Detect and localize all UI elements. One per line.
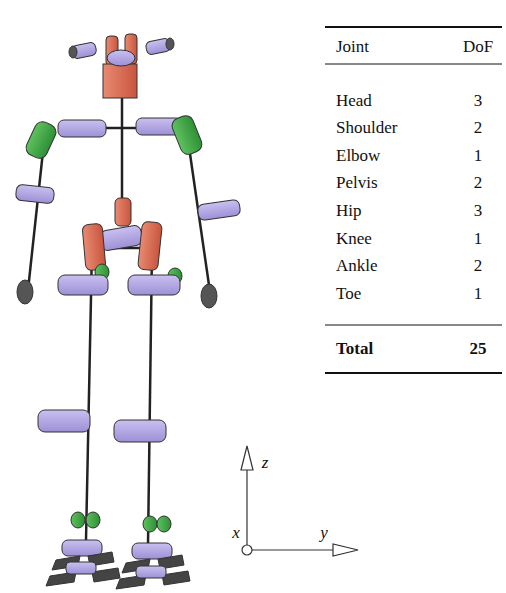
joint-name: Shoulder <box>336 119 397 136</box>
table-header: DoF <box>463 38 493 55</box>
table-rules <box>325 27 502 373</box>
joint-name: Elbow <box>336 147 380 164</box>
axis-label: z <box>262 454 269 471</box>
dof-value: 3 <box>474 202 483 219</box>
axis-label: x <box>232 524 240 541</box>
table-header: Joint <box>336 38 369 55</box>
joint-name: Hip <box>336 202 362 219</box>
elbow-joint <box>15 184 241 308</box>
dof-value: 2 <box>474 119 483 136</box>
knee-joint <box>38 410 166 442</box>
joint-name: Ankle <box>336 257 378 274</box>
axis-label: y <box>320 524 328 541</box>
table-total: Total <box>336 340 373 357</box>
joint-name: Head <box>336 92 372 109</box>
dof-value: 1 <box>474 230 483 247</box>
table-total: 25 <box>470 340 487 357</box>
joint-name: Toe <box>336 285 361 302</box>
joint-name: Pelvis <box>336 174 378 191</box>
joint-name: Knee <box>336 230 372 247</box>
dof-value: 2 <box>474 257 483 274</box>
head-joint <box>69 34 174 98</box>
dof-value: 1 <box>474 285 483 302</box>
shoulder-joint <box>23 113 204 161</box>
coordinate-axes <box>241 446 358 556</box>
pelvis-joint <box>58 198 182 295</box>
dof-value: 1 <box>474 147 483 164</box>
dof-value: 2 <box>474 174 483 191</box>
dof-value: 3 <box>474 92 483 109</box>
ankle-toe-joint <box>46 512 190 589</box>
